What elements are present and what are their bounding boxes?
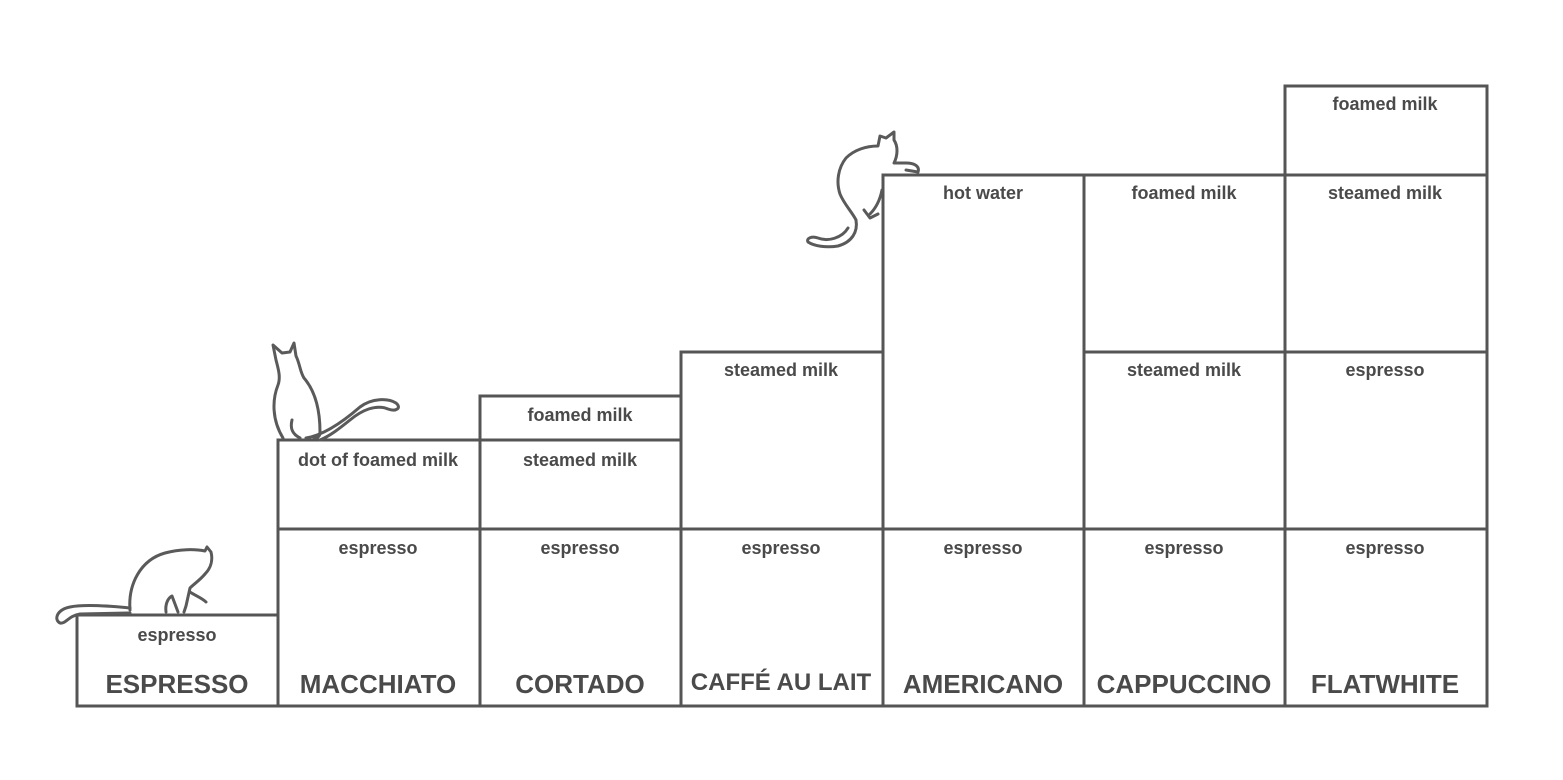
cappuccino-column-box bbox=[1082, 173, 1287, 708]
drink-name-cortado: CORTADO bbox=[515, 669, 645, 699]
cortado-layer-espresso: espresso bbox=[540, 538, 620, 558]
macchiato-layer-dot-of-foamed-milk: dot of foamed milk bbox=[297, 450, 458, 470]
drink-name-espresso: ESPRESSO bbox=[105, 669, 249, 699]
cortado-layer-foamed-milk: foamed milk bbox=[527, 405, 633, 425]
macchiato-column-box bbox=[276, 438, 482, 708]
flatwhite-layer-espresso-top: espresso bbox=[1345, 360, 1425, 380]
cortado-layer-steamed-milk: steamed milk bbox=[522, 450, 638, 470]
cafe-au-lait-layer-espresso: espresso bbox=[741, 538, 821, 558]
cappuccino-layer-foamed-milk: foamed milk bbox=[1131, 183, 1237, 203]
drink-name-cappuccino: CAPPUCCINO bbox=[1096, 669, 1272, 699]
drink-name-americano: AMERICANO bbox=[902, 669, 1064, 699]
americano-layer-espresso: espresso bbox=[943, 538, 1023, 558]
drink-name-flatwhite: FLATWHITE bbox=[1310, 669, 1460, 699]
sitting-cat-illustration bbox=[271, 341, 400, 442]
cappuccino-layer-steamed-milk: steamed milk bbox=[1126, 360, 1242, 380]
flatwhite-layer-espresso-bottom: espresso bbox=[1345, 538, 1425, 558]
drink-name-macchiato: MACCHIATO bbox=[299, 669, 457, 699]
drink-name-cafe-au-lait: CAFFÉ AU LAIT bbox=[690, 669, 872, 696]
americano-layer-hot-water: hot water bbox=[942, 183, 1023, 203]
flatwhite-layer-foamed-milk: foamed milk bbox=[1332, 94, 1438, 114]
espresso-layer-espresso: espresso bbox=[137, 625, 217, 645]
cafe-au-lait-layer-steamed-milk: steamed milk bbox=[723, 360, 839, 380]
flatwhite-layer-steamed-milk: steamed milk bbox=[1327, 183, 1443, 203]
americano-column-box bbox=[881, 173, 1086, 708]
cappuccino-layer-espresso: espresso bbox=[1144, 538, 1224, 558]
climbing-cat-illustration bbox=[806, 130, 920, 249]
crouching-cat-illustration bbox=[55, 545, 214, 625]
flatwhite-column-box bbox=[1283, 84, 1489, 708]
macchiato-layer-espresso: espresso bbox=[338, 538, 418, 558]
